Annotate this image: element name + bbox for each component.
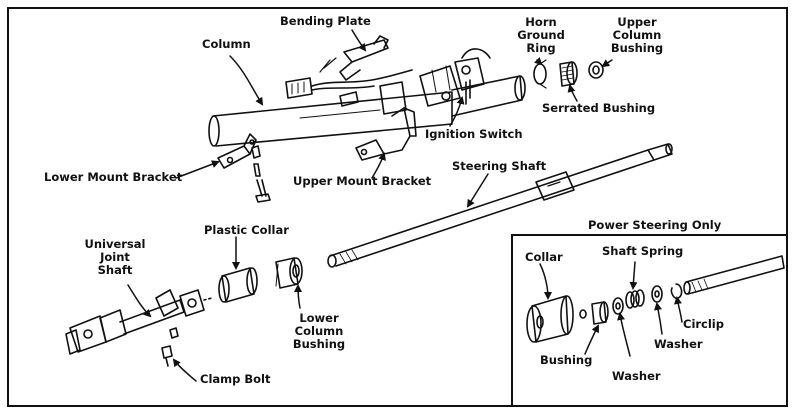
label-plastic-collar: Plastic Collar — [204, 223, 289, 237]
clamp-bolt — [161, 327, 179, 367]
wiring-harness — [285, 69, 413, 107]
label-clamp-bolt: Clamp Bolt — [200, 372, 271, 386]
label-bushing: Bushing — [540, 353, 593, 367]
label-bending-plate: Bending Plate — [280, 14, 371, 28]
serrated-bushing — [559, 61, 578, 87]
ps-circlip — [670, 283, 683, 300]
ps-bushing — [579, 301, 609, 325]
ps-washer-left — [612, 297, 624, 315]
label-circlip: Circlip — [683, 317, 724, 331]
label-power-steering-only: Power Steering Only — [588, 218, 722, 232]
label-washer-right: Washer — [654, 337, 703, 351]
column-tube — [208, 65, 526, 147]
leader-arrows — [127, 29, 683, 382]
upper-mount-bracket — [355, 107, 417, 161]
ignition-switch — [454, 48, 491, 105]
label-ignition-switch: Ignition Switch — [425, 127, 523, 141]
power-steering-inset-border — [511, 234, 788, 407]
diagram-border — [7, 7, 788, 407]
label-horn-ground-ring: Horn Ground Ring — [517, 15, 565, 55]
ps-shaft-spring — [625, 289, 645, 309]
ps-washer-right — [651, 285, 663, 303]
label-lower-mount-bracket: Lower Mount Bracket — [44, 170, 183, 184]
upper-column-bushing — [588, 61, 604, 79]
label-upper-column-bushing: Upper Column Bushing — [610, 15, 664, 55]
universal-joint-shaft — [65, 289, 213, 355]
plastic-collar — [218, 267, 258, 303]
ps-collar — [526, 295, 574, 343]
horn-ground-ring — [533, 59, 547, 89]
lower-mount-bolt — [251, 145, 271, 203]
label-shaft-spring: Shaft Spring — [602, 244, 684, 258]
label-collar: Collar — [525, 250, 563, 264]
steering-shaft — [327, 143, 673, 268]
label-universal-joint-shaft: Universal Joint Shaft — [84, 237, 146, 277]
bending-plate — [319, 35, 389, 81]
label-serrated-bushing: Serrated Bushing — [542, 101, 656, 115]
label-lower-column-bushing: Lower Column Bushing — [292, 311, 346, 351]
label-washer-left: Washer — [612, 369, 661, 383]
lower-mount-bracket — [217, 133, 257, 169]
label-upper-mount-bracket: Upper Mount Bracket — [293, 174, 432, 188]
label-column: Column — [202, 37, 251, 51]
ps-shaft — [683, 255, 785, 295]
lower-column-bushing — [275, 257, 303, 289]
label-steering-shaft: Steering Shaft — [452, 159, 547, 173]
